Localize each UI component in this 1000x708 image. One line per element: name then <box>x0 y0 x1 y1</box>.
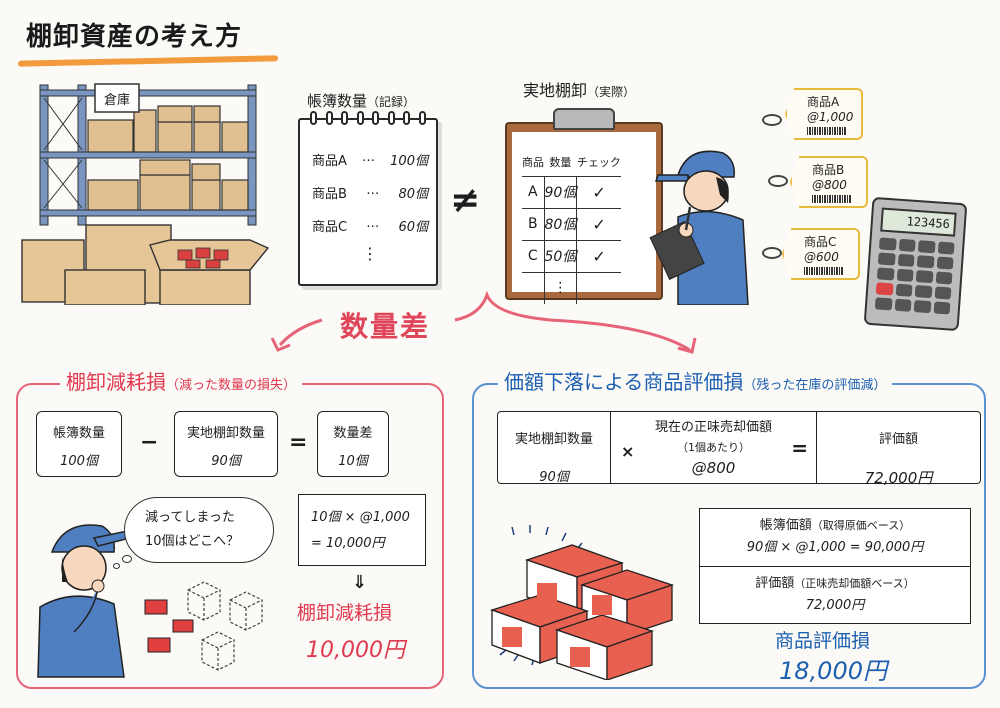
valuation-formula-table: 実地棚卸数量 90個 × 現在の正味売却価額 （1個あたり） @800 = 評価… <box>497 411 981 487</box>
arrow-down-icon: ⇓ <box>352 572 368 593</box>
book-row: 商品C … 60個 <box>312 216 428 235</box>
book-quantity-subtitle: （記録） <box>367 95 416 109</box>
quantity-difference-box: 数量差 10個 <box>317 411 389 477</box>
inventory-boxes-icon <box>489 525 675 680</box>
physical-count-title: 実地棚卸 <box>523 81 588 100</box>
spiral-binding <box>310 111 426 125</box>
book-quantity-title: 帳簿数量 <box>307 92 368 110</box>
calculator-display: 123456 <box>880 207 957 237</box>
physical-count-subtitle: （実際） <box>587 85 636 99</box>
not-equal-sign: ≠ <box>450 180 481 221</box>
title-underline <box>17 55 279 67</box>
valuation-row: 評価額（正味売却価額ベース） 72,000円 <box>700 566 970 623</box>
calculator-keys <box>874 237 955 315</box>
table-row: C 50個 ✓ <box>522 240 621 273</box>
physical-quantity-box: 実地棚卸数量 90個 <box>174 411 278 477</box>
clipboard-clamp <box>553 108 615 130</box>
valuation-loss-label: 商品評価損 <box>775 630 871 652</box>
barcode-icon <box>807 127 847 135</box>
clipboard: 商品 数量 チェック A 90個 ✓ B 80個 ✓ C 50個 ✓ ⋮ <box>505 122 663 304</box>
tag-string-icon <box>762 114 782 126</box>
more-rows-indicator: ⋮ <box>543 272 577 304</box>
more-rows-indicator: ⋮ <box>362 244 378 263</box>
worker-thinking-icon <box>37 524 134 678</box>
page-title: 棚卸資産の考え方 <box>26 22 243 52</box>
branch-arrows <box>270 290 697 354</box>
worker-checking-icon <box>649 150 749 305</box>
quantity-difference-label: 数量差 <box>340 310 431 343</box>
price-tag: 商品C @600 <box>782 228 860 280</box>
equals-operator: = <box>289 430 308 455</box>
barcode-icon <box>812 195 852 203</box>
check-icon: ✓ <box>576 208 621 241</box>
column-header: チェック <box>576 148 621 177</box>
valuation-section-title: 価額下落による商品評価損（残った在庫の評価減） <box>498 366 893 395</box>
valuation-loss-amount: 18,000円 <box>779 657 887 685</box>
shrinkage-result-label: 棚卸減耗損 <box>297 602 393 624</box>
column-header: 商品 <box>522 148 544 177</box>
valuation-amount-cell: 評価額 72,000円 <box>864 432 933 487</box>
thought-dot <box>122 555 132 563</box>
physical-count-heading: 実地棚卸（実際） <box>523 77 635 101</box>
shrinkage-calculation-box: 10個 × @1,000 = 10,000円 <box>298 494 426 566</box>
column-header: 数量 <box>544 148 577 177</box>
net-realizable-value-cell: × 現在の正味売却価額 （1個あたり） @800 = <box>611 412 817 483</box>
physical-quantity-cell: 実地棚卸数量 90個 <box>498 412 611 485</box>
check-icon: ✓ <box>576 240 621 273</box>
table-row: A 90個 ✓ <box>522 176 621 209</box>
book-record-notepad: 商品A … 100個 商品B … 80個 商品C … 60個 ⋮ <box>298 111 438 286</box>
shrinkage-result-amount: 10,000円 <box>306 638 405 663</box>
book-value-row: 帳簿価額（取得原価ベース） 90個 × @1,000 = 90,000円 <box>746 518 924 555</box>
physical-count-table: 商品 数量 チェック A 90個 ✓ B 80個 ✓ C 50個 ✓ ⋮ <box>522 148 621 304</box>
warehouse-sign: 倉庫 <box>104 93 130 108</box>
table-row: B 80個 ✓ <box>522 208 621 241</box>
thought-bubble: 減ってしまった 10個はどこへ？ <box>124 497 274 563</box>
tag-string-icon <box>762 247 782 259</box>
book-quantity-box: 帳簿数量 100個 <box>36 411 122 477</box>
barcode-icon <box>804 267 844 275</box>
multiply-operator: × <box>621 442 635 461</box>
valuation-comparison-box: 帳簿価額（取得原価ベース） 90個 × @1,000 = 90,000円 評価額… <box>699 508 971 624</box>
calculator-icon: 123456 <box>863 196 968 332</box>
book-row: 商品B … 80個 <box>312 183 428 202</box>
book-row: 商品A … 100個 <box>312 150 428 169</box>
price-tag: 商品B @800 <box>790 156 868 208</box>
missing-items-icon <box>144 581 263 671</box>
equals-operator: = <box>791 436 808 460</box>
tag-string-icon <box>768 175 788 187</box>
price-tag: 商品A @1,000 <box>785 88 863 140</box>
shrinkage-section-title: 棚卸減耗損（減った数量の損失） <box>60 366 303 395</box>
thought-dot <box>113 563 120 569</box>
warehouse-illustration: 倉庫 <box>21 83 270 305</box>
minus-operator: − <box>140 430 159 455</box>
check-icon: ✓ <box>576 176 621 209</box>
book-quantity-heading: 帳簿数量（記録） <box>307 90 415 111</box>
